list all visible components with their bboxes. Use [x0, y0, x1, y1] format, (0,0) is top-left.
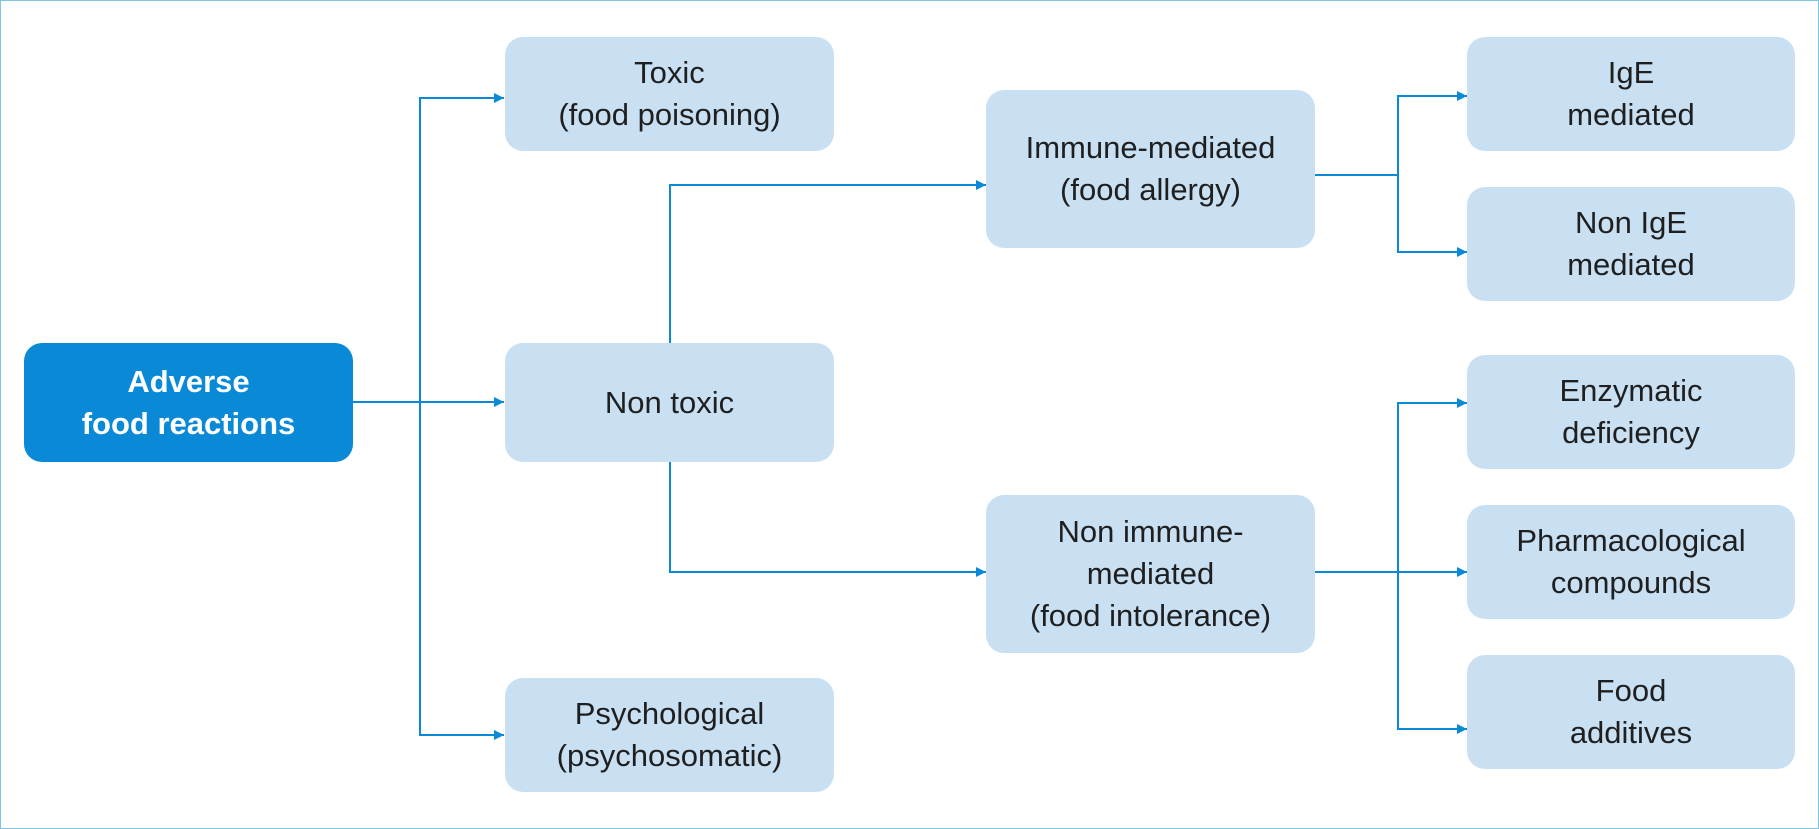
edge-immune-to-ige	[1313, 95, 1463, 176]
node-label: Adverse food reactions	[81, 363, 296, 441]
node-food-additives: Food additives	[1467, 655, 1795, 769]
node-label: Immune-mediated (food allergy)	[1025, 130, 1276, 207]
node-label: Psychological (psychosomatic)	[556, 696, 783, 773]
edge-immune-to-non-ige	[1397, 175, 1463, 253]
node-label: Food additives	[1569, 673, 1693, 750]
node-non-toxic: Non toxic	[505, 343, 834, 462]
node-ige-mediated: IgE mediated	[1467, 37, 1795, 151]
node-label: Non IgE mediated	[1567, 205, 1695, 282]
edge-non-immune-to-enzymatic	[1313, 402, 1463, 573]
edge-root-to-psychological	[419, 402, 500, 736]
node-psychological: Psychological (psychosomatic)	[505, 678, 834, 792]
node-label: IgE mediated	[1567, 55, 1695, 132]
edge-root-to-toxic	[353, 97, 500, 403]
edge-non-toxic-to-immune	[669, 184, 982, 343]
node-non-ige-mediated: Non IgE mediated	[1467, 187, 1795, 301]
node-label: Enzymatic deficiency	[1559, 373, 1703, 450]
node-label: Pharmacological compounds	[1516, 523, 1746, 600]
node-enzymatic-deficiency: Enzymatic deficiency	[1467, 355, 1795, 469]
node-label: Non immune- mediated (food intolerance)	[1029, 514, 1272, 633]
edge-non-toxic-to-non-immune	[669, 462, 982, 573]
node-label: Non toxic	[604, 384, 735, 420]
node-immune-mediated: Immune-mediated (food allergy)	[986, 90, 1315, 248]
node-label: Toxic (food poisoning)	[558, 55, 781, 132]
node-toxic: Toxic (food poisoning)	[505, 37, 834, 151]
node-pharmacological-compounds: Pharmacological compounds	[1467, 505, 1795, 619]
node-non-immune-mediated: Non immune- mediated (food intolerance)	[986, 495, 1315, 653]
node-adverse-food-reactions: Adverse food reactions	[24, 343, 353, 462]
edge-non-immune-to-additives	[1397, 572, 1463, 730]
